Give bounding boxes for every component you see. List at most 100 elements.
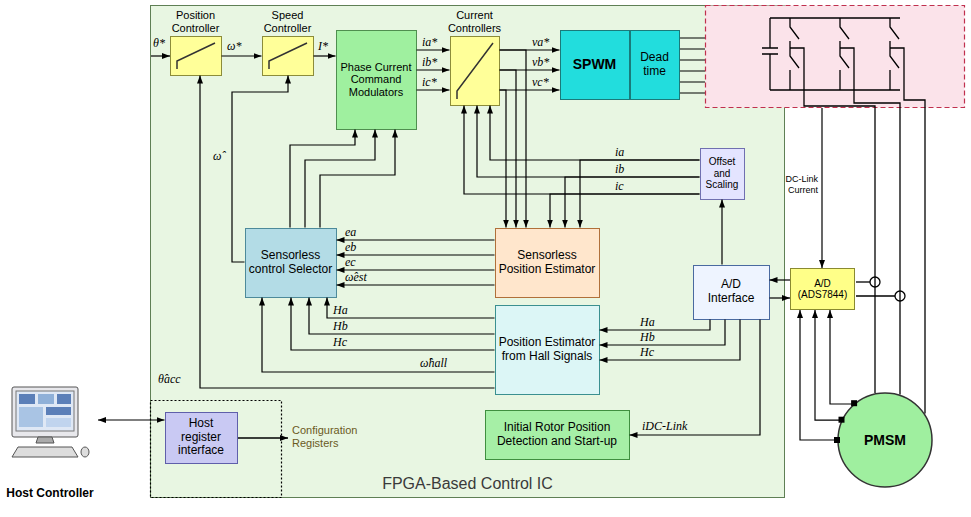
- signal-arrow: [98, 419, 165, 420]
- interface-box: A/D Interface: [693, 265, 770, 320]
- signal-name: Hc: [333, 336, 347, 349]
- icon-part: [36, 437, 54, 443]
- sensor-lead: [856, 295, 895, 296]
- process-box: Offset and Scaling: [700, 148, 745, 200]
- signal-arrow: [327, 298, 495, 319]
- signal-name: iDC-Link: [642, 420, 687, 433]
- heading-holder: Current Controllers: [439, 9, 511, 36]
- label-holder: iDC-Link: [642, 420, 687, 433]
- signal-arrow: [222, 55, 262, 56]
- gate-line: [680, 71, 705, 72]
- pi-curve: [269, 43, 307, 69]
- signal-arrow: [770, 297, 791, 298]
- signal-name: va*: [532, 36, 549, 49]
- block-label: Phase Current Command Modulators: [340, 61, 413, 99]
- signal-name: ω̂est: [345, 271, 367, 284]
- label-holder: ω̂hall: [420, 357, 447, 370]
- block-heading: Position Controller: [164, 9, 228, 34]
- heading-holder: Speed Controller: [256, 9, 320, 36]
- pi-curve: [457, 43, 493, 99]
- signal-arrow: [337, 284, 495, 285]
- label-holder: Configuration Registers: [292, 424, 372, 450]
- process-box: Initial Rotor Position Detection and Sta…: [485, 410, 630, 460]
- block-label: FPGA-Based Control IC: [382, 475, 553, 493]
- input-arrow: [151, 55, 170, 56]
- label-holder: ω̂est: [345, 271, 367, 284]
- inverter-outline: [706, 6, 965, 108]
- block-heading: Speed Controller: [256, 9, 320, 34]
- label-holder: ec: [345, 256, 356, 269]
- block-label: Host Controller: [6, 487, 93, 501]
- signal-arrow: [290, 130, 355, 228]
- signal-name: ia*: [422, 36, 437, 49]
- block-label: SPWM: [573, 56, 617, 72]
- motor-circle: PMSM: [837, 392, 933, 488]
- label-holder: I*: [318, 40, 328, 53]
- signal-arrow: [200, 76, 495, 389]
- signal-arrow: [417, 49, 450, 50]
- controller-box: Position Controller: [170, 36, 222, 76]
- signal-arrow: [600, 320, 741, 361]
- controller-box: Speed Controller: [262, 36, 314, 76]
- gate-line: [680, 49, 705, 50]
- label-holder: θ*: [153, 37, 165, 50]
- label-holder: vc*: [532, 76, 549, 89]
- phase-wire: [899, 108, 900, 394]
- signal-name: θ̂acc: [158, 373, 181, 386]
- label-holder: Hc: [333, 336, 347, 349]
- capacitor-symbol: [762, 18, 778, 90]
- block-label: Offset and Scaling: [704, 156, 741, 191]
- signal-arrow: [417, 69, 450, 70]
- converter-chip: A/D (ADS7844): [790, 268, 855, 310]
- signal-arrow: [337, 254, 495, 255]
- label-holder: ea: [345, 226, 356, 239]
- signal-arrow: [291, 298, 495, 351]
- signal-name: Hb: [333, 320, 348, 333]
- signal-arrow: [320, 130, 395, 228]
- signal-name: vb*: [532, 56, 549, 69]
- signal-arrow: [309, 298, 495, 335]
- chip-boundary: FPGA-Based Control IC Position Controller…: [150, 5, 785, 498]
- gate-line: [680, 38, 705, 39]
- signal-name: Ha: [640, 316, 655, 329]
- signal-arrow: [232, 76, 288, 263]
- block-label: Initial Rotor Position Detection and Sta…: [489, 421, 626, 449]
- signal-arrow: [770, 279, 791, 280]
- gate-line: [680, 60, 705, 61]
- signal-arrow: [500, 90, 507, 228]
- label-holder: ib*: [422, 56, 437, 69]
- host-computer: Host Controller: [2, 385, 98, 505]
- signal-arrow: [262, 298, 495, 373]
- signal-arrow: [417, 89, 450, 90]
- inverter-symbol: [762, 18, 925, 108]
- label-holder: Hb: [640, 331, 655, 344]
- label-holder: Hc: [640, 346, 654, 359]
- phase-wire: [874, 108, 875, 393]
- signal-arrow: [721, 200, 722, 265]
- signal-name: ω*: [227, 40, 241, 53]
- signal-name: Hc: [640, 346, 654, 359]
- block-label: Position Estimator from Hall Signals: [499, 336, 596, 364]
- block-label: Sensorless Position Estimator: [499, 249, 596, 277]
- signal-name: ib: [615, 163, 624, 176]
- pi-symbol: [451, 37, 499, 105]
- process-box: Sensorless control Selector: [245, 228, 337, 298]
- block-label: PMSM: [864, 432, 906, 448]
- pwm-block: SPWM: [560, 30, 630, 100]
- signal-name: ea: [345, 226, 356, 239]
- signal-arrow: [464, 106, 700, 195]
- label-holder: eb: [345, 241, 356, 254]
- signal-name: ω̂hall: [420, 357, 447, 370]
- phase-wire: [924, 108, 925, 414]
- icon-part: [46, 407, 71, 415]
- label-holder: Ha: [640, 316, 655, 329]
- signal-name: ib*: [422, 56, 437, 69]
- signal-arrow: [490, 106, 700, 161]
- label-holder: va*: [532, 36, 549, 49]
- label-holder: DC-Link Current: [768, 174, 818, 196]
- signal-arrow: [500, 89, 560, 90]
- label-holder: ib: [615, 163, 624, 176]
- block-label: A/D Interface: [697, 278, 766, 306]
- icon-part: [12, 447, 78, 457]
- motor-circle-shape: [838, 393, 932, 487]
